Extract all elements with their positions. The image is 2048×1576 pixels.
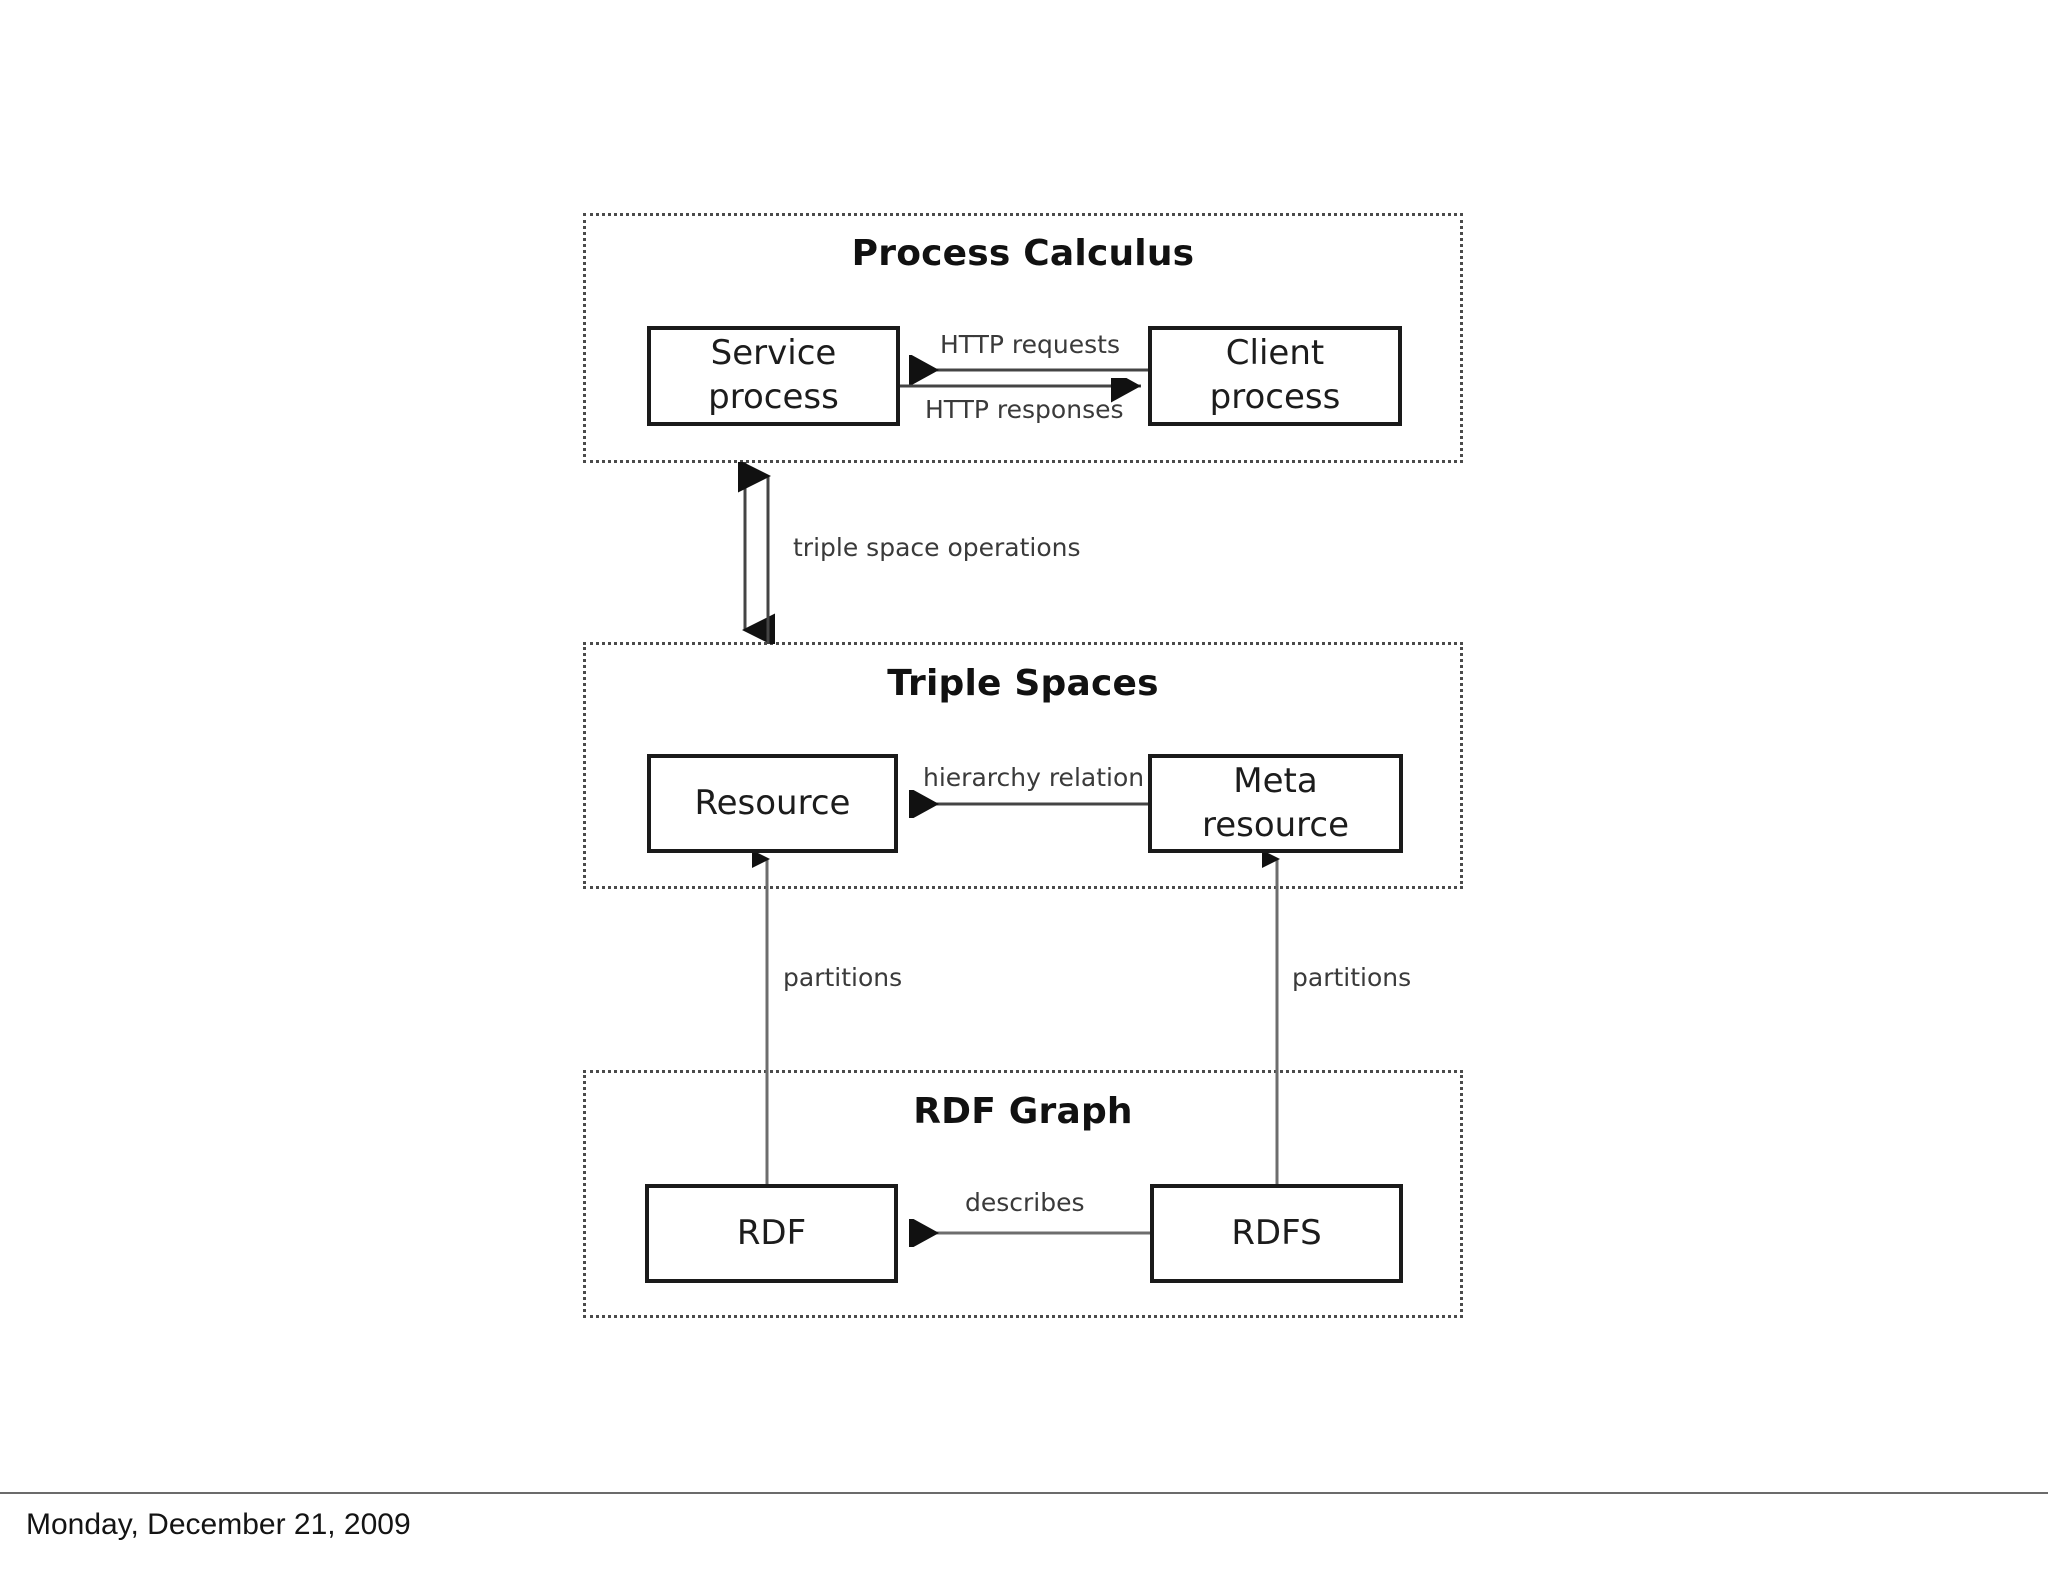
edge-label-http-requests: HTTP requests <box>940 330 1120 359</box>
node-resource[interactable]: Resource <box>647 754 898 853</box>
connector-hierarchy-relation <box>909 790 1153 818</box>
footer-date: Monday, December 21, 2009 <box>26 1508 411 1541</box>
node-rdf[interactable]: RDF <box>645 1184 898 1283</box>
connector-partitions-right <box>1262 845 1280 1185</box>
edge-label-hierarchy-relation: hierarchy relation <box>923 763 1145 792</box>
node-service-process[interactable]: Service process <box>647 326 900 426</box>
connector-triple-space-operations <box>738 462 775 644</box>
group-triple-spaces: Triple Spaces <box>583 642 1463 889</box>
edge-label-partitions-right: partitions <box>1292 963 1412 992</box>
node-rdfs[interactable]: RDFS <box>1150 1184 1403 1283</box>
connector-http-requests <box>909 355 1153 385</box>
node-meta-resource[interactable]: Meta resource <box>1148 754 1403 853</box>
connector-http-responses <box>897 378 1141 403</box>
group-rdf-graph: RDF Graph <box>583 1070 1463 1318</box>
connector-describes <box>909 1219 1155 1247</box>
group-process-calculus: Process Calculus <box>583 213 1463 463</box>
edge-label-http-responses: HTTP responses <box>925 395 1124 424</box>
group-title-process-calculus: Process Calculus <box>851 233 1195 274</box>
group-title-triple-spaces: Triple Spaces <box>887 663 1159 704</box>
edge-label-describes: describes <box>965 1188 1085 1217</box>
group-title-rdf-graph: RDF Graph <box>913 1091 1133 1132</box>
connector-partitions-left <box>752 845 770 1185</box>
node-client-process[interactable]: Client process <box>1148 326 1402 426</box>
slide-canvas: Process Calculus Service process Client … <box>0 213 2048 1494</box>
slide-footer: Monday, December 21, 2009 <box>0 1494 2048 1576</box>
edge-label-triple-space-operations: triple space operations <box>793 533 1081 562</box>
edge-label-partitions-left: partitions <box>783 963 903 992</box>
